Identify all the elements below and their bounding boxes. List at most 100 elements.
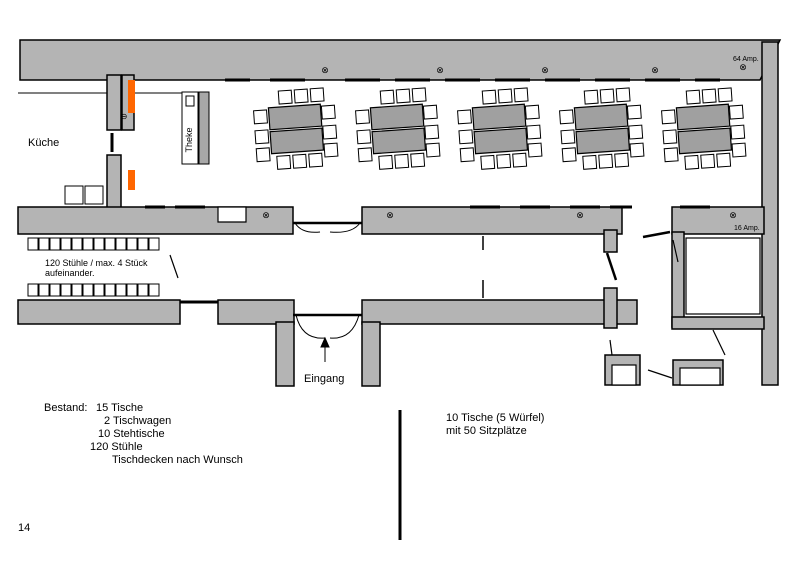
- chair-icon: [320, 104, 336, 120]
- ceiling-light-icon: ⊗: [576, 210, 584, 220]
- inventory-line-tables: 15 Tische: [96, 402, 144, 414]
- chair-icon: [717, 87, 733, 103]
- chair-icon: [410, 152, 426, 168]
- chair-icon: [323, 142, 339, 158]
- chair-icon: [598, 153, 614, 169]
- chair-icon: [148, 283, 160, 297]
- page-number: 14: [18, 522, 31, 534]
- summary-line1: 10 Tische (5 Würfel): [446, 412, 545, 424]
- chair-icon: [27, 237, 39, 251]
- inventory-line-carts: 2 Tischwagen: [104, 415, 172, 427]
- wall-symbols: ⊗ ⊗ ⊗ ⊗ ⊗: [262, 62, 747, 220]
- chair-icon: [728, 104, 744, 120]
- table-cube-icon: [253, 87, 339, 170]
- chair-icon: [526, 124, 542, 140]
- ceiling-light-icon: ⊗: [321, 65, 329, 75]
- chair-icon: [71, 283, 83, 297]
- chair-icon: [560, 129, 576, 145]
- kitchen-partition-lower: [106, 154, 122, 211]
- table-cube-icon: [661, 87, 747, 170]
- wall-notch-1: [217, 206, 247, 223]
- chair-icon: [276, 154, 292, 170]
- chair-icon: [93, 283, 105, 297]
- lower-wall-3: [361, 299, 638, 325]
- counter-socket-icon: ⊖: [121, 112, 128, 121]
- chair-icon: [93, 237, 105, 251]
- entrance-label: Eingang: [304, 373, 344, 385]
- chair-icon: [137, 283, 149, 297]
- orange-marker-2: [128, 170, 135, 190]
- ceiling-light-icon: ⊗: [386, 210, 394, 220]
- chair-icon: [626, 104, 642, 120]
- chair-icon: [496, 153, 512, 169]
- summary-line2: mit 50 Sitzplätze: [446, 425, 527, 437]
- chair-icon: [356, 129, 372, 145]
- chairs-note-line2: aufeinander.: [45, 268, 95, 278]
- kitchen-fixtures: [18, 92, 200, 205]
- right-room-bottom-wall: [671, 316, 765, 330]
- doors: [110, 133, 726, 379]
- chair-icon: [512, 152, 528, 168]
- ceiling-light-icon: ⊗: [541, 65, 549, 75]
- chair-icon: [424, 124, 440, 140]
- kitchen-label: Küche: [28, 137, 59, 149]
- chair-icon: [629, 142, 645, 158]
- chair-icon: [459, 147, 475, 163]
- chair-icon: [357, 147, 373, 163]
- chair-icon: [137, 237, 149, 251]
- chair-icon: [583, 89, 599, 105]
- chair-icon: [38, 283, 50, 297]
- door-swing-icon: [294, 222, 321, 233]
- stub-1-interior: [611, 364, 637, 386]
- ceiling-light-icon: ⊗: [651, 65, 659, 75]
- chair-icon: [71, 237, 83, 251]
- chair-icon: [684, 154, 700, 170]
- chair-icon: [497, 88, 513, 104]
- amp-top-label: 64 Amp.: [733, 56, 759, 63]
- chair-icon: [730, 124, 746, 140]
- lower-column-right: [603, 287, 618, 329]
- chair-icon: [293, 88, 309, 104]
- chair-icon: [731, 142, 747, 158]
- chair-icon: [308, 152, 324, 168]
- chair-icon: [115, 237, 127, 251]
- chair-icon: [411, 87, 427, 103]
- ceiling-light-icon: ⊗: [436, 65, 444, 75]
- chair-icon: [378, 154, 394, 170]
- lower-column-mid: [361, 321, 381, 387]
- chair-icon: [700, 153, 716, 169]
- chair-stacks: [27, 237, 160, 297]
- chair-icon: [559, 109, 574, 125]
- chair-icon: [254, 129, 270, 145]
- chair-icon: [582, 154, 598, 170]
- chair-icon: [379, 89, 395, 105]
- counter: Theke: [181, 91, 210, 165]
- chair-icon: [716, 152, 732, 168]
- ceiling-light-icon: ⊗: [729, 210, 737, 220]
- kitchen-box-2: [84, 185, 104, 205]
- chair-icon: [60, 237, 72, 251]
- chair-icon: [394, 153, 410, 169]
- chair-icon: [82, 283, 94, 297]
- stub-2-interior: [679, 367, 721, 386]
- table-cube-icon: [457, 87, 543, 170]
- chair-icon: [82, 237, 94, 251]
- kitchen-box-1: [64, 185, 84, 205]
- chair-icon: [663, 147, 679, 163]
- amp-right-label: 16 Amp.: [734, 225, 760, 232]
- chair-icon: [253, 109, 268, 125]
- ceiling-light-icon: ⊗: [739, 62, 747, 72]
- chair-icon: [628, 124, 644, 140]
- chair-icon: [527, 142, 543, 158]
- chair-icon: [615, 87, 631, 103]
- chair-icon: [309, 87, 325, 103]
- mid-wall-1: [17, 206, 294, 235]
- chair-icon: [457, 109, 472, 125]
- chair-icon: [104, 237, 116, 251]
- chair-icon: [49, 237, 61, 251]
- chair-icon: [292, 153, 308, 169]
- chair-icon: [115, 283, 127, 297]
- chair-icon: [481, 89, 497, 105]
- chair-icon: [524, 104, 540, 120]
- ceiling-lights: ⊗ ⊗ ⊗ ⊗: [321, 65, 659, 75]
